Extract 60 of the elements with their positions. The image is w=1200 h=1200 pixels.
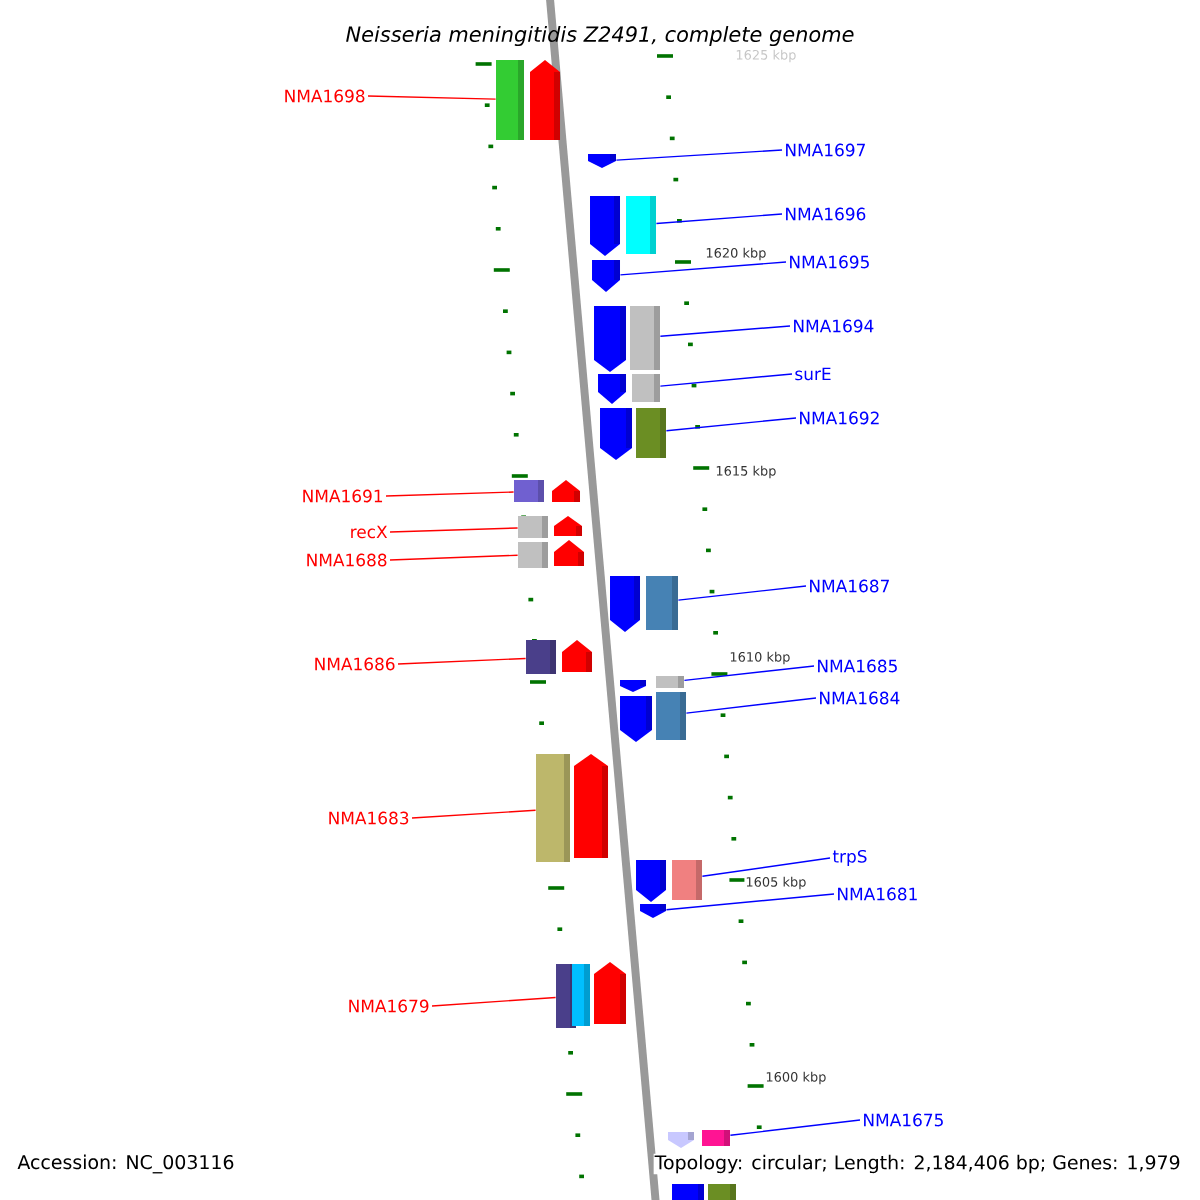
leader-line [665, 417, 797, 432]
leader-line [615, 149, 783, 161]
leader-line [683, 665, 815, 682]
gene-block [518, 540, 584, 568]
gene-label: NMA1698 [285, 89, 365, 103]
leader-line [659, 373, 793, 387]
gene-block [640, 904, 666, 918]
gene-block [610, 576, 678, 632]
leader-line [665, 893, 835, 911]
leader-line [389, 554, 519, 561]
gene-block [590, 196, 656, 256]
gene-label: NMA1688 [307, 553, 387, 567]
gene-label: NMA1695 [790, 255, 869, 269]
gene-label: NMA1687 [810, 579, 889, 593]
leader-line [701, 857, 831, 877]
gene-label: recX [351, 525, 388, 539]
gene-label: NMA1679 [349, 999, 429, 1013]
leader-line [677, 585, 807, 601]
leader-line [729, 1119, 861, 1136]
genome-info-text: Topology: circular; Length: 2,184,406 bp; Genes: 1,979 [653, 1153, 1182, 1175]
leader-line [389, 527, 519, 533]
leader-line [385, 491, 515, 497]
leader-line [685, 697, 817, 714]
title: Neisseria meningitidis Z2491, complete genome [346, 25, 854, 47]
gene-block [536, 754, 608, 862]
gene-label: NMA1675 [864, 1113, 943, 1127]
gene-label: surE [795, 367, 831, 381]
gene-label: trpS [832, 849, 867, 867]
leader-line [367, 95, 497, 100]
gene-block [526, 640, 592, 674]
gene-label: NMA1685 [818, 659, 897, 673]
gene-label: NMA1692 [800, 411, 879, 425]
gene-block [556, 962, 626, 1028]
gene-label: NMA1697 [786, 143, 865, 157]
gene-block [594, 306, 660, 372]
gene-label: NMA1694 [794, 319, 874, 333]
gene-label: NMA1691 [303, 489, 383, 503]
accession-text: Accession: NC_003116 [17, 1154, 234, 1174]
gene-block [514, 480, 580, 502]
leader-line [619, 261, 787, 276]
gene-block [620, 676, 684, 692]
gene-label: NMA1696 [786, 207, 866, 221]
leader-line [397, 657, 527, 665]
gene-block [636, 860, 702, 902]
gene-block [588, 154, 616, 168]
leader-line [655, 213, 783, 225]
gene-label: NMA1681 [838, 887, 917, 901]
gene-block [598, 374, 660, 404]
gene-block [592, 260, 620, 292]
gene-block [496, 60, 560, 140]
gene-block [518, 516, 582, 538]
leader-line [431, 996, 557, 1007]
gene-block [668, 1130, 730, 1148]
gene-block [620, 692, 686, 742]
leader-line [411, 809, 537, 819]
gene-label: NMA1683 [329, 811, 409, 825]
leader-line [659, 325, 791, 337]
gene-label: NMA1686 [315, 657, 395, 671]
gene-block [600, 408, 666, 460]
gene-label: NMA1684 [820, 691, 900, 705]
